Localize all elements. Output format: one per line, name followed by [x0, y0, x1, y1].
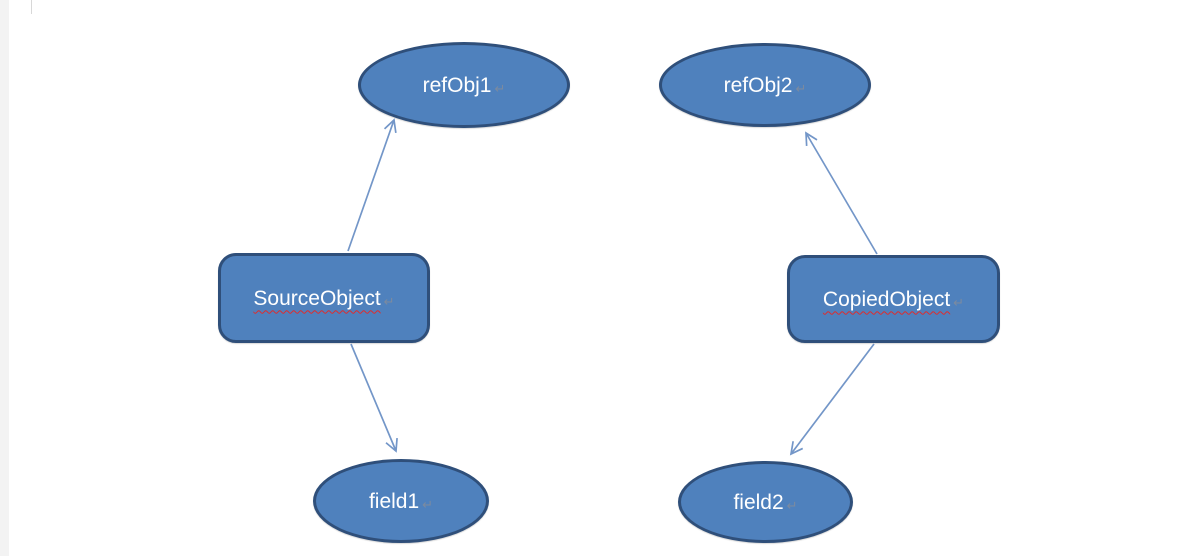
- paragraph-mark-icon: ↵: [494, 80, 506, 96]
- node-field1-label: field1: [368, 489, 420, 513]
- node-refobj1: refObj1 ↵: [358, 42, 570, 128]
- node-field1: field1 ↵: [313, 459, 489, 543]
- page-left-gutter: [0, 0, 9, 556]
- node-copiedobject-label: CopiedObject: [822, 287, 951, 311]
- paragraph-mark-icon: ↵: [383, 293, 395, 309]
- edge-sourceobject-to-refobj1: [347, 118, 397, 252]
- paragraph-mark-icon: ↵: [786, 497, 798, 513]
- node-sourceobject-label: SourceObject: [253, 286, 381, 310]
- node-sourceobject: SourceObject ↵: [218, 253, 430, 343]
- node-refobj1-label: refObj1: [422, 73, 492, 97]
- text-cursor-mark: [31, 0, 32, 14]
- node-copiedobject: CopiedObject ↵: [787, 255, 1000, 343]
- node-refobj2: refObj2 ↵: [659, 43, 871, 127]
- edge-sourceobject-to-field1: [350, 343, 398, 453]
- edge-copiedobject-to-refobj2: [805, 131, 878, 255]
- node-field2-label: field2: [733, 490, 784, 514]
- paragraph-mark-icon: ↵: [795, 80, 807, 96]
- paragraph-mark-icon: ↵: [422, 496, 434, 512]
- node-refobj2-label: refObj2: [723, 73, 793, 97]
- edge-copiedobject-to-field2: [789, 343, 875, 456]
- paragraph-mark-icon: ↵: [953, 294, 965, 310]
- node-field2: field2 ↵: [678, 461, 853, 543]
